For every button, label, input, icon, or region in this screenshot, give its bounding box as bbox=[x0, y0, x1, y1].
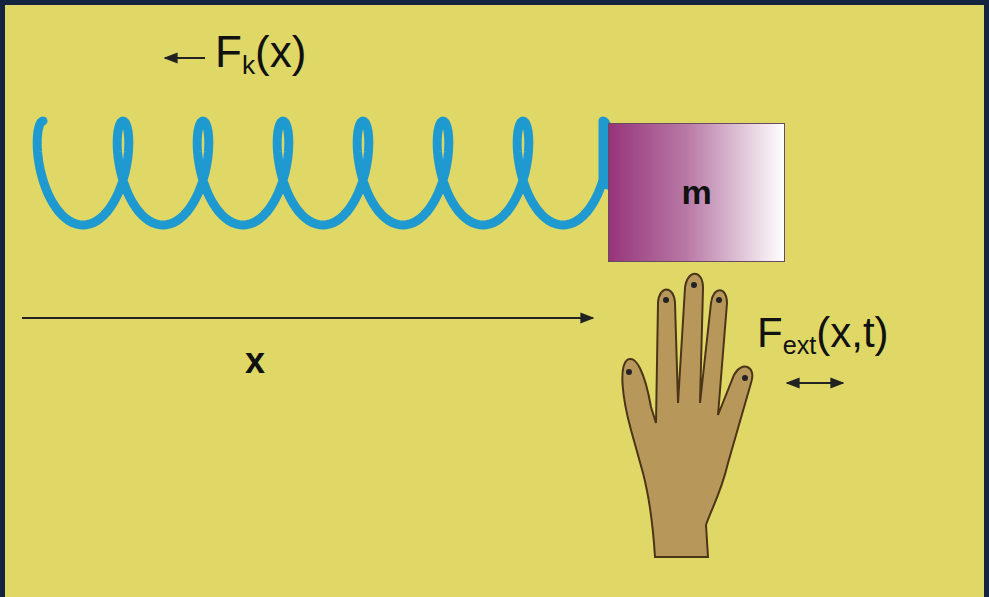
spring-force-label: Fk(x) bbox=[215, 27, 306, 81]
position-axis bbox=[22, 317, 593, 319]
external-force-label: Fext(x,t) bbox=[757, 309, 889, 360]
hand bbox=[622, 274, 752, 557]
mass-label: m bbox=[681, 173, 711, 212]
force-arrow bbox=[165, 57, 205, 59]
yellow-panel: m Fk(x) x Fext(x,t) bbox=[5, 5, 984, 597]
push-pull-arrow bbox=[787, 382, 843, 384]
mass-block: m bbox=[608, 123, 785, 262]
position-label: x bbox=[245, 340, 265, 382]
spring-coil bbox=[37, 121, 609, 225]
spring-mass-illustration bbox=[5, 5, 984, 597]
